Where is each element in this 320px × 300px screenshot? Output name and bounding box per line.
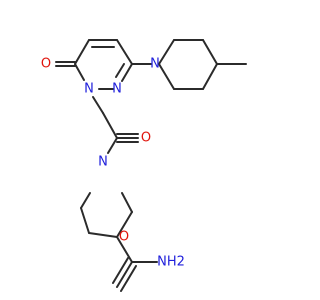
bond (80, 207, 90, 234)
atom-label-piperidine-carboxamide-nitrogen: N (98, 155, 108, 170)
atom-label-amine-nh2: NH2 (157, 255, 185, 270)
bond-layer (55, 39, 247, 292)
bond (102, 112, 118, 139)
atom-layer: N N O O N N O NH2 (41, 57, 185, 270)
bond (202, 63, 218, 90)
bond (121, 63, 133, 82)
bond (116, 261, 133, 288)
bond (116, 236, 133, 263)
bond (74, 63, 85, 81)
bond (88, 232, 118, 238)
bond (121, 192, 133, 213)
bond (107, 137, 118, 154)
double-bond (115, 63, 125, 78)
bond (158, 63, 175, 90)
double-bond (120, 265, 137, 292)
double-bond (112, 257, 129, 284)
bond (202, 39, 218, 65)
atom-label-ring-nitrogen-n1: N (84, 82, 94, 97)
atom-label-ring-nitrogen-n2: N (112, 82, 122, 97)
molecule-diagram: N N O O N N O NH2 (41, 39, 247, 292)
bond (116, 39, 133, 65)
atom-label-ring-carbonyl-oxygen: O (41, 57, 51, 72)
atom-label-amide-carbonyl-oxygen: O (141, 131, 151, 146)
bond (80, 192, 91, 209)
bond (92, 96, 104, 114)
atom-label-carboxamide-oxygen: O (119, 230, 129, 245)
bond (74, 39, 90, 65)
bond (158, 39, 175, 65)
bond (116, 211, 133, 238)
atom-label-piperidine-nitrogen: N (150, 57, 160, 72)
